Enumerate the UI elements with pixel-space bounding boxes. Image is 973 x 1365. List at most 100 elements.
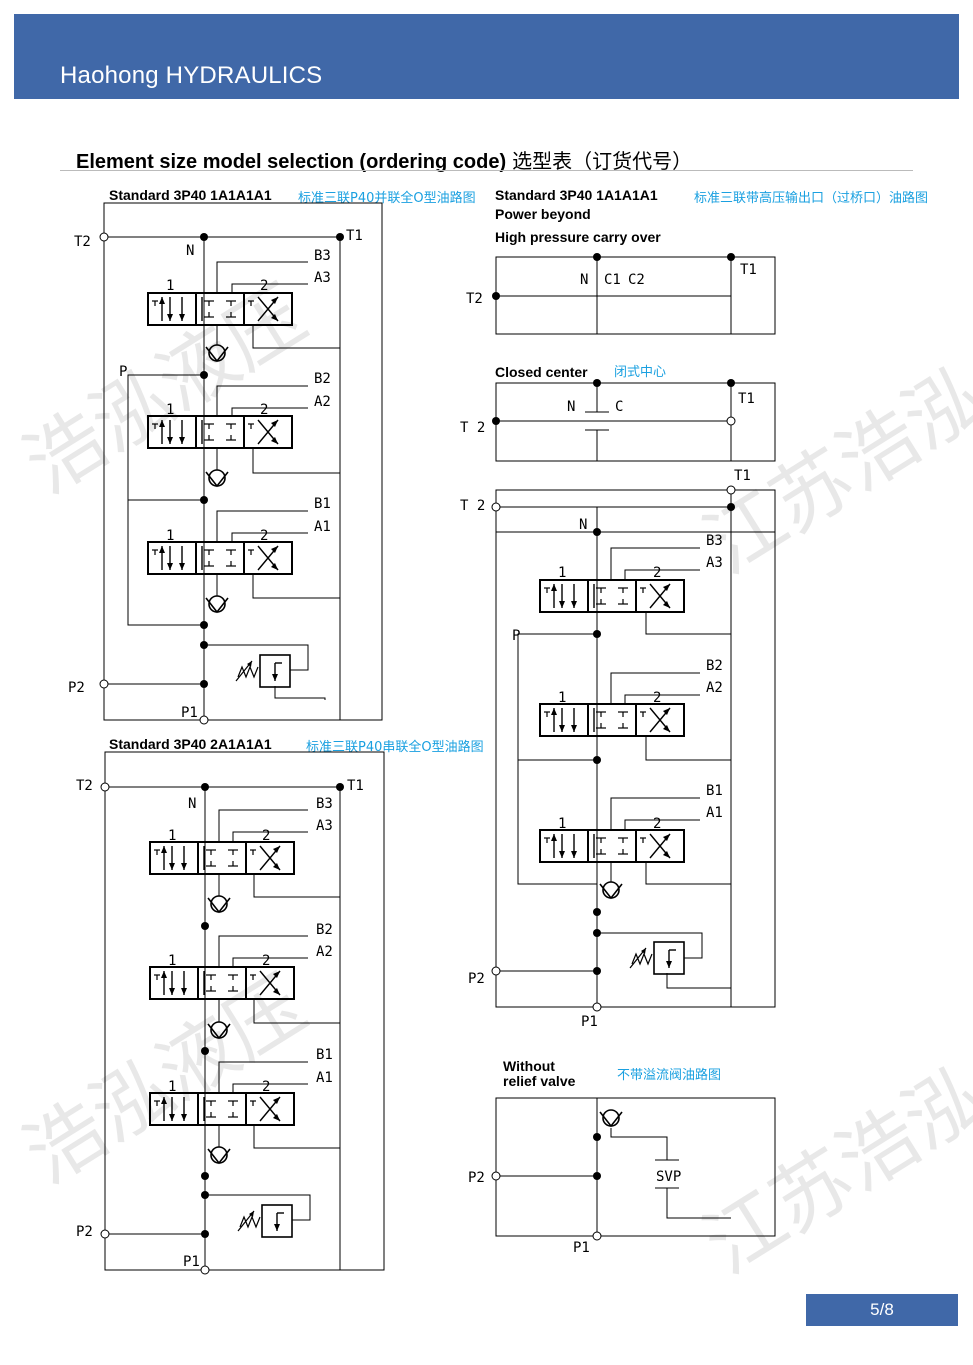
svg-text:N: N xyxy=(188,796,196,812)
carry-over-title: High pressure carry over xyxy=(495,229,661,245)
svg-text:P: P xyxy=(512,628,520,644)
footer-band xyxy=(806,1294,958,1326)
series-relief-valve xyxy=(237,1204,293,1238)
brand-title: Haohong HYDRAULICS xyxy=(60,62,323,89)
svg-text:T1: T1 xyxy=(346,228,363,244)
svg-text:P1: P1 xyxy=(573,1240,590,1256)
svg-text:T1: T1 xyxy=(347,778,364,794)
svg-text:2: 2 xyxy=(262,1079,270,1095)
power-beyond-title-line1: Standard 3P40 1A1A1A1 xyxy=(495,187,658,203)
svg-text:1: 1 xyxy=(166,402,174,418)
svg-text:B1: B1 xyxy=(314,496,331,512)
svg-text:C1: C1 xyxy=(604,272,621,288)
parallel-check-3 xyxy=(205,344,229,362)
svg-text:A2: A2 xyxy=(706,680,723,696)
svg-text:SVP: SVP xyxy=(656,1169,681,1185)
svg-text:B3: B3 xyxy=(316,796,333,812)
svg-text:2: 2 xyxy=(653,690,661,706)
parallel-relief-valve xyxy=(235,654,291,688)
closed-center-title: Closed center xyxy=(495,364,588,380)
svg-text:B2: B2 xyxy=(314,371,331,387)
section-rule xyxy=(60,170,913,171)
svg-text:T2: T2 xyxy=(466,291,483,307)
series-check-2 xyxy=(207,1021,231,1039)
svg-text:T2: T2 xyxy=(74,234,91,250)
power-beyond-spool-1 xyxy=(539,829,685,863)
svg-text:A2: A2 xyxy=(316,944,333,960)
without-relief-check xyxy=(599,1109,623,1127)
parallel-check-2 xyxy=(205,469,229,487)
svg-text:B1: B1 xyxy=(316,1047,333,1063)
svg-text:N: N xyxy=(580,272,588,288)
svg-text:2: 2 xyxy=(260,402,268,418)
svg-text:1: 1 xyxy=(558,816,566,832)
svg-text:1: 1 xyxy=(168,1079,176,1095)
series-spool-2 xyxy=(149,966,295,1000)
section-title-en: Element size model selection (ordering c… xyxy=(76,151,507,173)
without-relief-note: 不带溢流阀油路图 xyxy=(617,1068,722,1083)
without-relief-diagram xyxy=(495,1097,776,1237)
svg-text:P2: P2 xyxy=(76,1224,93,1240)
svg-text:P2: P2 xyxy=(468,971,485,987)
carry-over-diagram xyxy=(495,256,776,335)
series-check-3 xyxy=(207,895,231,913)
series-diagram-note: 标准三联P40串联全O型油路图 xyxy=(306,740,484,755)
parallel-spool-1 xyxy=(147,541,293,575)
svg-text:N: N xyxy=(579,517,587,533)
svg-text:A2: A2 xyxy=(314,394,331,410)
svg-text:N: N xyxy=(567,399,575,415)
svg-text:1: 1 xyxy=(558,565,566,581)
svg-text:B2: B2 xyxy=(706,658,723,674)
svg-text:A1: A1 xyxy=(316,1070,333,1086)
series-diagram-title: Standard 3P40 2A1A1A1 xyxy=(109,736,272,752)
svg-text:A3: A3 xyxy=(706,555,723,571)
svg-text:A1: A1 xyxy=(706,805,723,821)
series-diagram xyxy=(104,751,385,1271)
svg-text:1: 1 xyxy=(558,690,566,706)
power-beyond-relief-valve xyxy=(629,941,685,975)
svg-text:A1: A1 xyxy=(314,519,331,535)
without-relief-title-line2: relief valve xyxy=(503,1073,576,1089)
svg-text:2: 2 xyxy=(260,278,268,294)
section-title-cn: 选型表（订货代号） xyxy=(512,151,693,173)
without-relief-title-line1: Without xyxy=(503,1058,555,1074)
header-band xyxy=(14,14,959,99)
svg-text:2: 2 xyxy=(260,528,268,544)
svg-text:2: 2 xyxy=(653,816,661,832)
svg-text:B2: B2 xyxy=(316,922,333,938)
svg-text:A3: A3 xyxy=(314,270,331,286)
svg-text:1: 1 xyxy=(168,953,176,969)
power-beyond-check xyxy=(599,881,623,899)
parallel-diagram-title: Standard 3P40 1A1A1A1 xyxy=(109,187,272,203)
power-beyond-spool-3 xyxy=(539,579,685,613)
svg-text:2: 2 xyxy=(653,565,661,581)
svg-text:P1: P1 xyxy=(183,1254,200,1270)
svg-text:B3: B3 xyxy=(706,533,723,549)
parallel-check-1 xyxy=(205,595,229,613)
svg-text:T1: T1 xyxy=(740,262,757,278)
svg-text:C: C xyxy=(615,399,623,415)
series-spool-1 xyxy=(149,1092,295,1126)
page-number: 5/8 xyxy=(870,1300,894,1319)
svg-text:2: 2 xyxy=(262,828,270,844)
svg-text:T 2: T 2 xyxy=(460,420,485,436)
svg-text:A3: A3 xyxy=(316,818,333,834)
svg-text:P2: P2 xyxy=(468,1170,485,1186)
power-beyond-note: 标准三联带高压输出口（过桥口）油路图 xyxy=(694,191,929,206)
power-beyond-title-line2: Power beyond xyxy=(495,206,591,222)
svg-text:N: N xyxy=(186,243,194,259)
svg-text:C2: C2 xyxy=(628,272,645,288)
svg-text:T1: T1 xyxy=(734,468,751,484)
svg-text:P1: P1 xyxy=(581,1014,598,1030)
svg-text:T 2: T 2 xyxy=(460,498,485,514)
parallel-spool-2 xyxy=(147,415,293,449)
closed-center-note: 闭式中心 xyxy=(614,365,667,380)
parallel-spool-3 xyxy=(147,292,293,326)
svg-text:P2: P2 xyxy=(68,680,85,696)
svg-text:1: 1 xyxy=(166,528,174,544)
svg-text:B1: B1 xyxy=(706,783,723,799)
svg-text:P1: P1 xyxy=(181,705,198,721)
svg-text:1: 1 xyxy=(166,278,174,294)
